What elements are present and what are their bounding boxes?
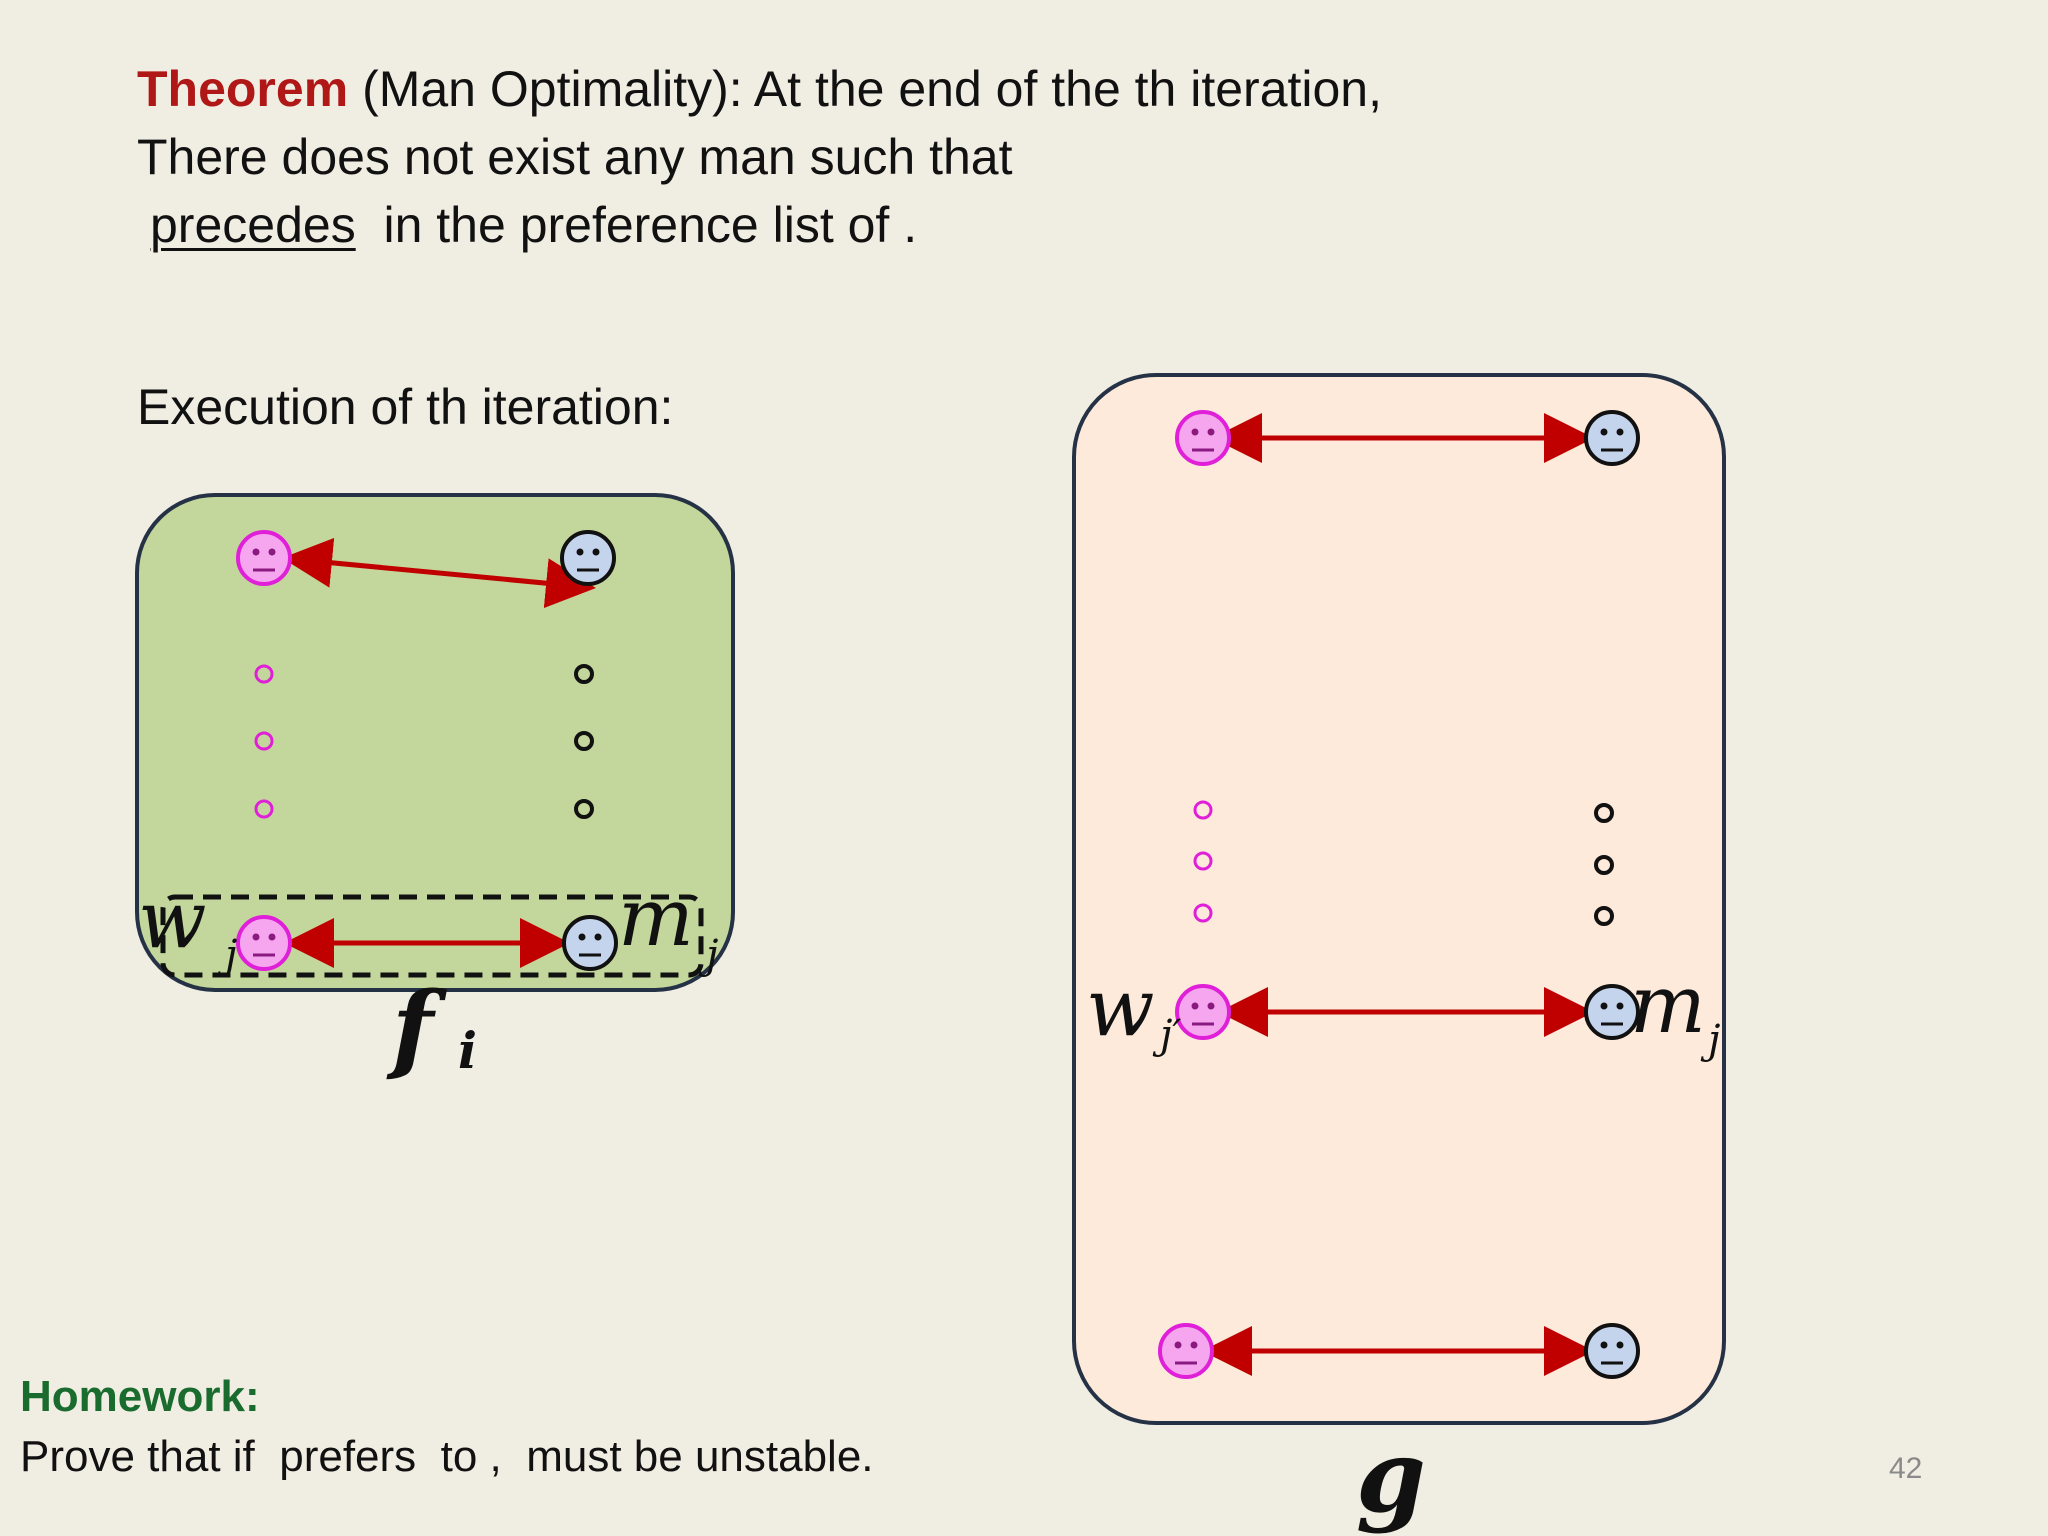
woman-smiley-icon — [1175, 410, 1231, 466]
left-caption-subscript: i — [458, 1021, 477, 1080]
ellipsis-dots-icon — [574, 731, 594, 751]
man-smiley-icon — [1584, 1323, 1640, 1379]
highlight-pair-dashed-box — [160, 894, 704, 978]
theorem-line-3: precedes in the preference list of . — [150, 196, 917, 254]
ellipsis-dots-icon — [1594, 906, 1614, 926]
left-m-subscript: j — [706, 932, 719, 978]
right-m-subscript: j — [1708, 1017, 1721, 1063]
left-m-label: m — [618, 871, 694, 964]
right-matching-box — [1072, 373, 1726, 1425]
ellipsis-dots-icon — [574, 799, 594, 819]
execution-label: Execution of th iteration: — [137, 379, 674, 435]
ellipsis-dots-icon — [1594, 855, 1614, 875]
right-w-label: w — [1086, 961, 1155, 1054]
ellipsis-dots-icon — [1193, 903, 1213, 923]
man-smiley-icon — [1584, 410, 1640, 466]
woman-smiley-icon — [236, 530, 292, 586]
theorem-line-1-text: (Man Optimality): At the end of the th i… — [348, 61, 1383, 117]
page-number: 42 — [1889, 1452, 1923, 1485]
man-smiley-icon — [562, 915, 618, 971]
left-w-subscript: j — [225, 932, 238, 978]
theorem-line-3-text: in the preference list of . — [355, 197, 918, 253]
ellipsis-dots-icon — [1594, 803, 1614, 823]
homework-title: Homework: — [20, 1372, 260, 1421]
man-smiley-icon — [560, 530, 616, 586]
ellipsis-dots-icon — [1193, 851, 1213, 871]
ellipsis-dots-icon — [254, 799, 274, 819]
right-m-label: m — [1630, 958, 1706, 1051]
theorem-line-1: Theorem (Man Optimality): At the end of … — [137, 60, 1382, 118]
left-top-arrow — [282, 537, 596, 609]
left-caption-f: f — [392, 971, 434, 1084]
ellipsis-dots-icon — [1193, 800, 1213, 820]
ellipsis-dots-icon — [254, 731, 274, 751]
ellipsis-dots-icon — [254, 664, 274, 684]
woman-smiley-icon — [1158, 1323, 1214, 1379]
homework-body: Prove that if prefers to , must be unsta… — [20, 1432, 874, 1481]
right-w-subscript: j′ — [1160, 1012, 1182, 1058]
precedes-word: precedes — [150, 197, 356, 253]
ellipsis-dots-icon — [574, 664, 594, 684]
left-matching-box — [135, 493, 735, 992]
right-caption-g: g — [1356, 1417, 1426, 1535]
woman-smiley-icon — [1175, 984, 1231, 1040]
left-w-label: w — [138, 873, 207, 966]
theorem-label: Theorem — [137, 61, 349, 117]
theorem-line-2: There does not exist any man such that — [137, 129, 1013, 185]
woman-smiley-icon — [236, 915, 292, 971]
